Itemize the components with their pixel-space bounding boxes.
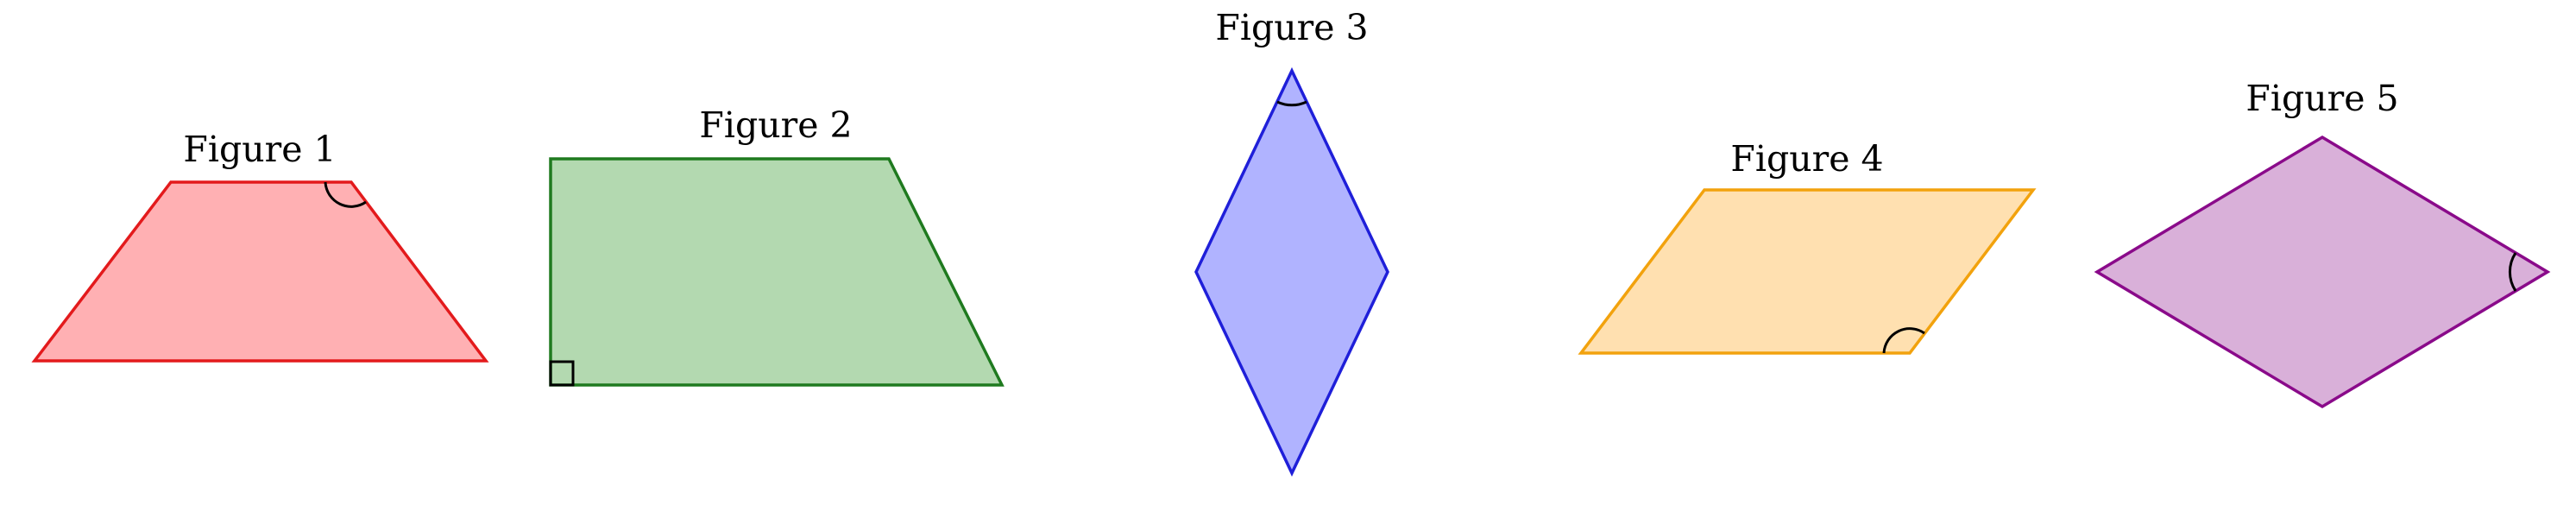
figure-5: Figure 5 [2094, 78, 2551, 409]
figure-1-angle-mark [324, 181, 367, 208]
figure-3-angle-mark [1276, 100, 1307, 107]
figure-3: Figure 3 [1194, 7, 1389, 477]
figure-3-shape [1194, 66, 1389, 477]
figure-4-label: Figure 4 [1730, 138, 1883, 180]
figure-3-label: Figure 3 [1215, 7, 1368, 48]
figure-2-right-angle-mark [549, 360, 575, 387]
figure-1: Figure 1 [31, 129, 489, 363]
figure-2-shape [549, 157, 1005, 387]
figure-1-shape [31, 180, 489, 363]
figure-4-angle-mark [1882, 327, 1925, 354]
figure-5-angle-mark [2508, 252, 2517, 292]
figure-4: Figure 4 [1578, 138, 2037, 355]
figure-2-label: Figure 2 [699, 104, 852, 146]
figure-5-shape [2094, 135, 2551, 409]
figure-1-label: Figure 1 [183, 129, 336, 170]
figure-2: Figure 2 [549, 104, 1005, 387]
figure-5-label: Figure 5 [2245, 78, 2398, 119]
figure-4-shape [1578, 188, 2037, 355]
